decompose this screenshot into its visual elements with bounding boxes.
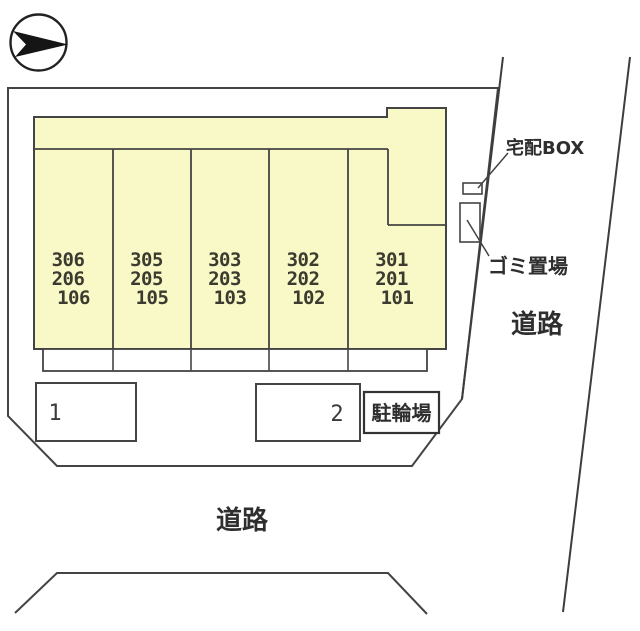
compass-arrow <box>13 31 68 57</box>
parking-space-1-label: 1 <box>48 401 61 426</box>
unit-rooms-label: 301 201 101 <box>375 249 419 309</box>
north-arrow-icon <box>9 13 68 72</box>
delivery-box-label: 宅配BOX <box>506 137 584 159</box>
road-edge-right-line <box>562 56 631 613</box>
bicycle-parking-box <box>362 390 441 435</box>
bicycle-parking-label: 駐輪場 <box>372 401 432 425</box>
garbage-area-label: ゴミ置場 <box>488 254 568 278</box>
garbage-area-leader-line <box>466 219 490 257</box>
unit-rooms-label: 303 203 103 <box>208 249 252 309</box>
road-label-bottom: 道路 <box>216 505 269 536</box>
delivery-box-leader-line <box>477 152 509 189</box>
delivery-box <box>462 182 483 195</box>
parking-space-1 <box>35 382 137 442</box>
building-outline <box>33 107 447 350</box>
road-edge-left-line <box>461 56 504 400</box>
adjacent-parcel-outline <box>14 572 428 615</box>
unit-rooms-label: 306 206 106 <box>52 249 96 309</box>
road-label-right: 道路 <box>511 309 564 340</box>
unit-rooms-label: 305 205 105 <box>130 249 174 309</box>
parking-space-2-label: 2 <box>330 402 343 427</box>
balcony-strip <box>42 348 428 372</box>
unit-rooms-label: 302 202 102 <box>287 249 331 309</box>
parking-space-2 <box>255 383 361 442</box>
